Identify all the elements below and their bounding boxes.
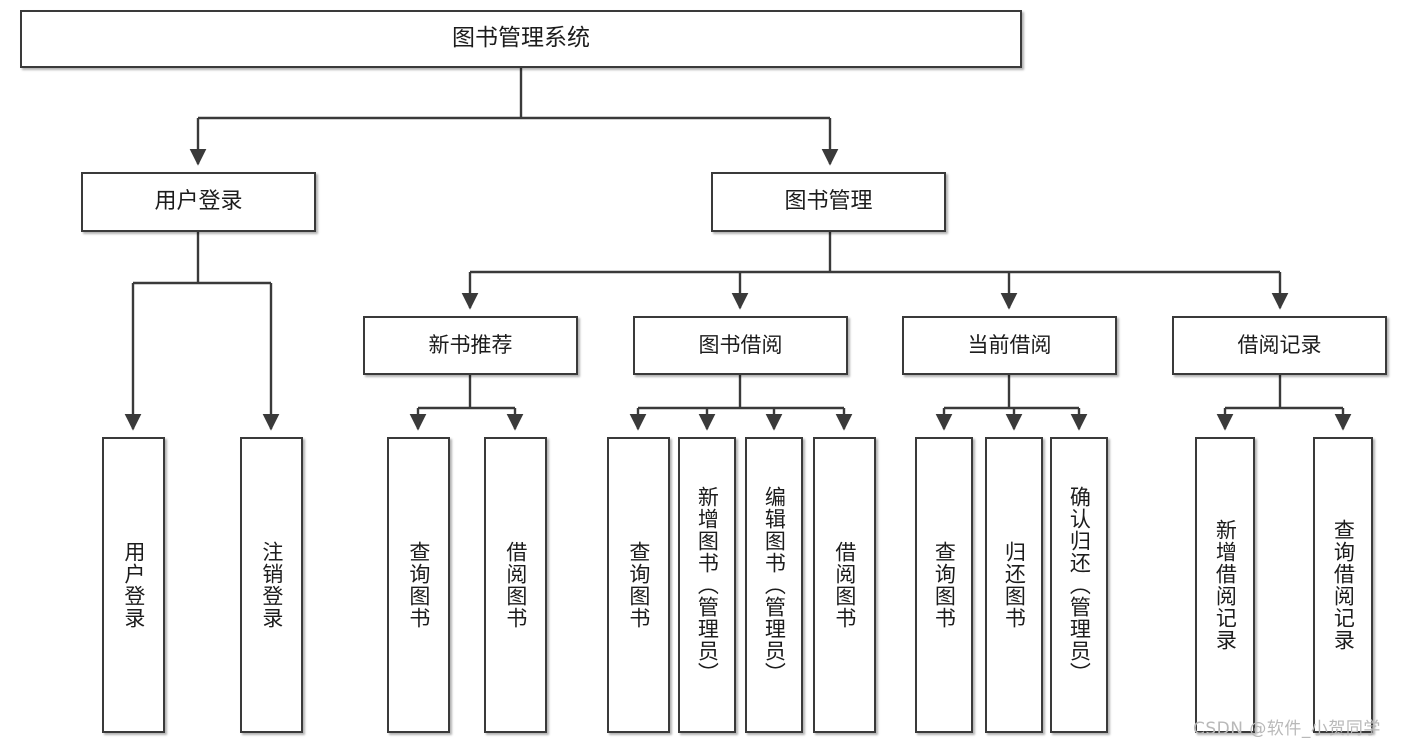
node-sub-book-borrow[interactable]: 图书借阅 [633, 316, 848, 375]
node-sub-new-book-recommend[interactable]: 新书推荐 [363, 316, 578, 375]
node-sub-current-borrow[interactable]: 当前借阅 [902, 316, 1117, 375]
node-leaf-borrow-book[interactable]: 借阅图书 [813, 437, 876, 733]
node-leaf-query-book-borrow-label: 查询图书 [626, 541, 651, 629]
node-leaf-user-login-label: 用户登录 [121, 541, 146, 629]
node-leaf-add-borrow-record[interactable]: 新增借阅记录 [1195, 437, 1255, 733]
node-sub-borrow-record[interactable]: 借阅记录 [1172, 316, 1387, 375]
node-branch-book-management-label: 图书管理 [784, 189, 873, 215]
node-leaf-add-book-admin-label: 新增图书（管理员） [695, 486, 720, 684]
node-branch-user-login-label: 用户登录 [154, 189, 243, 215]
node-branch-user-login[interactable]: 用户登录 [81, 172, 316, 232]
node-leaf-borrow-book-label: 借阅图书 [832, 541, 857, 629]
node-leaf-add-borrow-record-label: 新增借阅记录 [1213, 519, 1238, 651]
node-sub-book-borrow-label: 图书借阅 [698, 333, 783, 358]
node-leaf-logout[interactable]: 注销登录 [240, 437, 303, 733]
node-root[interactable]: 图书管理系统 [20, 10, 1022, 68]
node-leaf-return-book[interactable]: 归还图书 [985, 437, 1043, 733]
node-leaf-query-book-current-label: 查询图书 [932, 541, 957, 629]
node-leaf-logout-label: 注销登录 [259, 541, 284, 629]
node-sub-borrow-record-label: 借阅记录 [1237, 333, 1322, 358]
node-sub-new-book-recommend-label: 新书推荐 [428, 333, 513, 358]
node-leaf-borrow-book-recommend[interactable]: 借阅图书 [484, 437, 547, 733]
node-leaf-query-borrow-record[interactable]: 查询借阅记录 [1313, 437, 1373, 733]
node-leaf-query-book-borrow[interactable]: 查询图书 [607, 437, 670, 733]
node-leaf-add-book-admin[interactable]: 新增图书（管理员） [678, 437, 736, 733]
node-leaf-query-borrow-record-label: 查询借阅记录 [1331, 519, 1356, 651]
node-sub-current-borrow-label: 当前借阅 [967, 333, 1052, 358]
node-leaf-confirm-return-admin[interactable]: 确认归还（管理员） [1050, 437, 1108, 733]
node-leaf-edit-book-admin[interactable]: 编辑图书（管理员） [745, 437, 803, 733]
node-leaf-edit-book-admin-label: 编辑图书（管理员） [762, 486, 787, 684]
node-leaf-return-book-label: 归还图书 [1002, 541, 1027, 629]
node-leaf-confirm-return-admin-label: 确认归还（管理员） [1067, 486, 1092, 684]
node-leaf-query-book-recommend[interactable]: 查询图书 [387, 437, 450, 733]
node-leaf-query-book-current[interactable]: 查询图书 [915, 437, 973, 733]
node-root-label: 图书管理系统 [452, 25, 590, 52]
watermark: CSDN @软件_小贺同学 [1193, 719, 1381, 739]
node-leaf-query-book-recommend-label: 查询图书 [406, 541, 431, 629]
node-leaf-user-login[interactable]: 用户登录 [102, 437, 165, 733]
node-leaf-borrow-book-recommend-label: 借阅图书 [503, 541, 528, 629]
node-branch-book-management[interactable]: 图书管理 [711, 172, 946, 232]
